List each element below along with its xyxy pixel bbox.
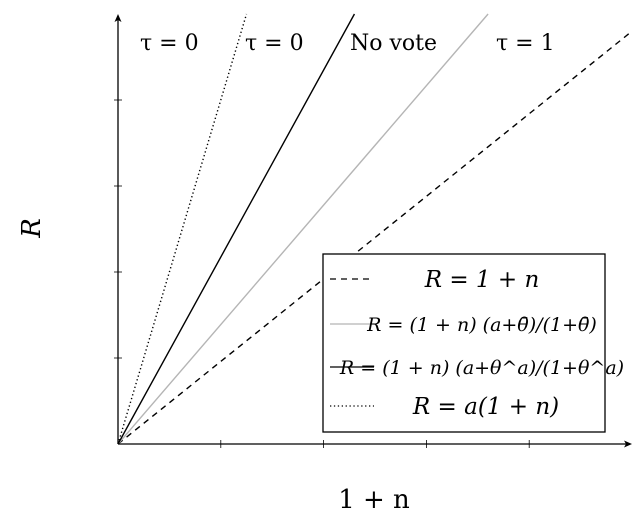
y-axis-label: R [17,218,47,239]
region-label-tau1: τ = 1 [496,31,555,56]
legend-label-theta-a: R = (1 + n) (a+θ^a)/(1+θ^a) [339,357,624,379]
series-lines [117,13,633,445]
series-line-2 [117,13,356,445]
legend-box [322,253,606,433]
region-label-no-vote: No vote [350,31,437,56]
legend-label-a-times: R = a(1 + n) [412,394,559,420]
legend-label-theta-bar: R = (1 + n) (a+θ̄)/(1+θ̄) [366,314,597,336]
y-axis-arrow [114,14,122,22]
series-line-3 [117,13,248,445]
series-line-1 [117,13,489,445]
x-axis-label: 1 + n [338,485,410,515]
legend-label-r-equals-1-plus-n: R = 1 + n [424,267,540,293]
x-axis-arrow [624,440,632,448]
region-label-tau0-left: τ = 0 [140,31,199,56]
legend: R = 1 + n R = (1 + n) (a+θ̄)/(1+θ̄) R = … [322,253,624,433]
region-label-tau0-right: τ = 0 [245,31,304,56]
